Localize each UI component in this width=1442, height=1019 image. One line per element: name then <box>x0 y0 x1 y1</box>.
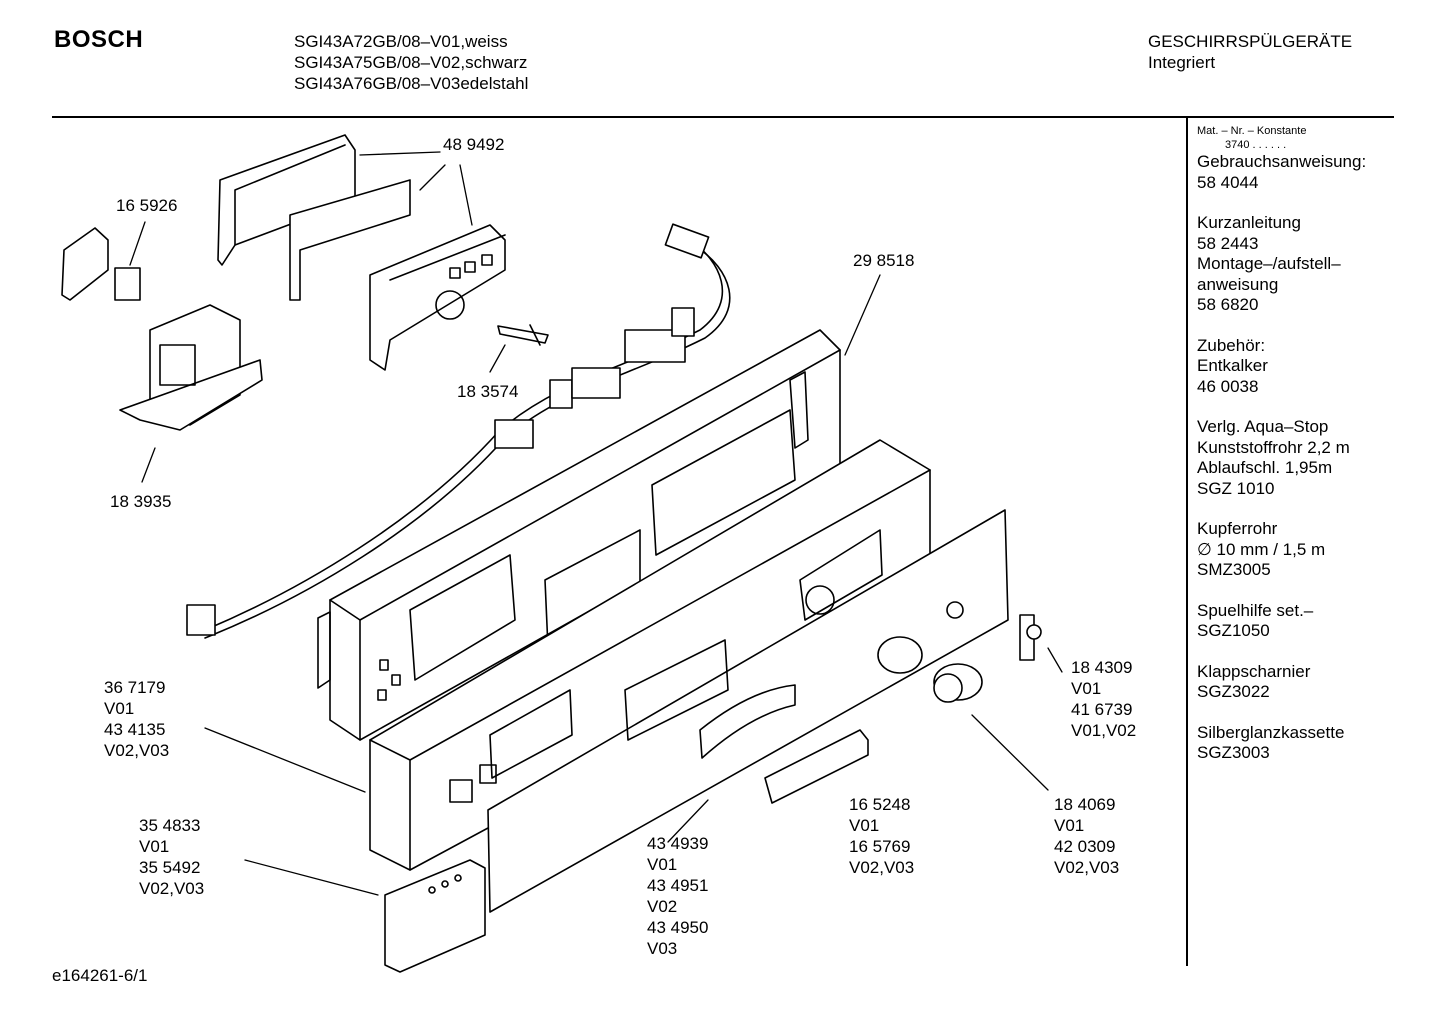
part-number: 43 4951 <box>647 876 709 895</box>
part-variant: V01 <box>647 855 678 874</box>
sidebar-line: Spuelhilfe set.– <box>1197 600 1314 620</box>
fascia-plate <box>487 509 1009 913</box>
leader-lines <box>129 151 1063 896</box>
button-block <box>384 859 486 973</box>
document-code: e164261-6/1 <box>52 966 148 985</box>
part-number: 18 4069 <box>1054 795 1116 814</box>
control-housing <box>317 329 841 741</box>
part-number: 35 4833 <box>139 816 201 835</box>
part-variant: V01 <box>104 699 135 718</box>
part-variant: V01 <box>1054 816 1085 835</box>
sidebar-line: Ablaufschl. 1,95m <box>1197 458 1333 477</box>
sidebar-line: Verlg. Aqua–Stop <box>1197 417 1329 436</box>
part-number: 48 9492 <box>443 135 505 154</box>
part-label-165248: 16 5248 V01 16 5769 V02,V03 <box>849 794 914 878</box>
part-variant: V03 <box>647 939 678 958</box>
sidebar-line: anweisung <box>1197 274 1279 294</box>
part-number: 43 4135 <box>104 720 166 739</box>
model-line: SGI43A76GB/08–V03edelstahl <box>294 74 529 93</box>
part-number: 43 4950 <box>647 918 709 937</box>
part-label-183935: 18 3935 <box>110 491 171 512</box>
category: GESCHIRRSPÜLGERÄTE Integriert <box>1148 31 1352 73</box>
part-number: 36 7179 <box>104 678 166 697</box>
part-number: 43 4939 <box>647 834 709 853</box>
part-label-354833: 35 4833 V01 35 5492 V02,V03 <box>139 815 204 899</box>
model-line: SGI43A72GB/08–V01,weiss <box>294 32 508 51</box>
part-number: 29 8518 <box>853 251 915 270</box>
part-label-434939: 43 4939 V01 43 4951 V02 43 4950 V03 <box>647 833 708 959</box>
part-number: 18 3935 <box>110 492 172 511</box>
model-line: SGI43A75GB/08–V02,schwarz <box>294 53 528 72</box>
sidebar-line: Kunststoffrohr 2,2 m <box>1197 437 1350 457</box>
part-number: 18 3574 <box>457 382 519 401</box>
part-variant: V01 <box>849 816 880 835</box>
sidebar-line: SGZ3022 <box>1197 682 1270 701</box>
sidebar-line: ∅ 10 mm / 1,5 m <box>1197 539 1326 559</box>
sidebar-line: Zubehör: <box>1197 335 1266 355</box>
part-number: 41 6739 <box>1071 700 1133 719</box>
model-list: SGI43A72GB/08–V01,weiss SGI43A75GB/08–V0… <box>294 31 528 94</box>
sidebar-line: SGZ3003 <box>1197 743 1270 762</box>
switch-part <box>1019 614 1042 661</box>
sidebar-line: SGZ 1010 <box>1197 478 1275 498</box>
sidebar-line: Montage–/aufstell– <box>1197 254 1341 273</box>
mat-value: 3740 . . . . . . <box>1225 139 1287 151</box>
part-label-165926: 16 5926 <box>116 195 177 216</box>
part-label-184309: 18 4309 V01 41 6739 V01,V02 <box>1071 657 1136 741</box>
light-guide <box>764 729 869 804</box>
sidebar-line: Kupferrohr <box>1197 519 1278 538</box>
sidebar-line: Klappscharnier <box>1197 661 1311 681</box>
category-title: GESCHIRRSPÜLGERÄTE <box>1148 32 1353 51</box>
part-number: 16 5248 <box>849 795 911 814</box>
part-variant: V02 <box>647 897 678 916</box>
sidebar-line: 46 0038 <box>1197 376 1259 396</box>
sidebar-line: Silberglanzkassette <box>1197 722 1345 742</box>
part-variant: V02,V03 <box>139 879 205 898</box>
header-rule <box>52 116 1394 118</box>
sidebar-line: 58 6820 <box>1197 295 1259 314</box>
part-label-183574: 18 3574 <box>457 381 518 402</box>
part-number: 18 4309 <box>1071 658 1133 677</box>
part-variant: V01,V02 <box>1071 721 1137 740</box>
part-variant: V01 <box>139 837 170 856</box>
part-variant: V02,V03 <box>1054 858 1120 877</box>
mat-label: Mat. – Nr. – Konstante <box>1197 125 1307 137</box>
sidebar-line: 58 2443 <box>1197 233 1259 253</box>
part-variant: V02,V03 <box>104 741 170 760</box>
sidebar-line: SGZ1050 <box>1197 621 1270 640</box>
part-label-489492: 48 9492 <box>443 134 504 155</box>
small-housing <box>61 227 141 301</box>
part-number: 16 5926 <box>116 196 178 215</box>
sidebar-line: 58 4044 <box>1197 172 1259 192</box>
sidebar-line: Entkalker <box>1197 356 1268 375</box>
sidebar-line: Kurzanleitung <box>1197 213 1301 232</box>
rotary-knob <box>933 663 983 703</box>
category-subtitle: Integriert <box>1148 53 1216 72</box>
sidebar-line: Gebrauchsanweisung: <box>1197 152 1367 171</box>
part-label-298518: 29 8518 <box>853 250 914 271</box>
sidebar: Mat. – Nr. – Konstante 3740 . . . . . . … <box>1197 124 1389 764</box>
cable-harness <box>186 223 731 639</box>
part-label-184069: 18 4069 V01 42 0309 V02,V03 <box>1054 794 1119 878</box>
clip-part <box>497 324 549 346</box>
part-variant: V01 <box>1071 679 1102 698</box>
part-label-367179: 36 7179 V01 43 4135 V02,V03 <box>104 677 169 761</box>
brand-logo: BOSCH <box>54 26 144 53</box>
lock-assembly <box>119 304 263 431</box>
sidebar-rule <box>1186 118 1188 966</box>
part-number: 35 5492 <box>139 858 201 877</box>
electronic-module <box>217 134 506 371</box>
part-variant: V02,V03 <box>849 858 915 877</box>
part-number: 16 5769 <box>849 837 911 856</box>
sidebar-line: SMZ3005 <box>1197 560 1271 579</box>
part-number: 42 0309 <box>1054 837 1116 856</box>
